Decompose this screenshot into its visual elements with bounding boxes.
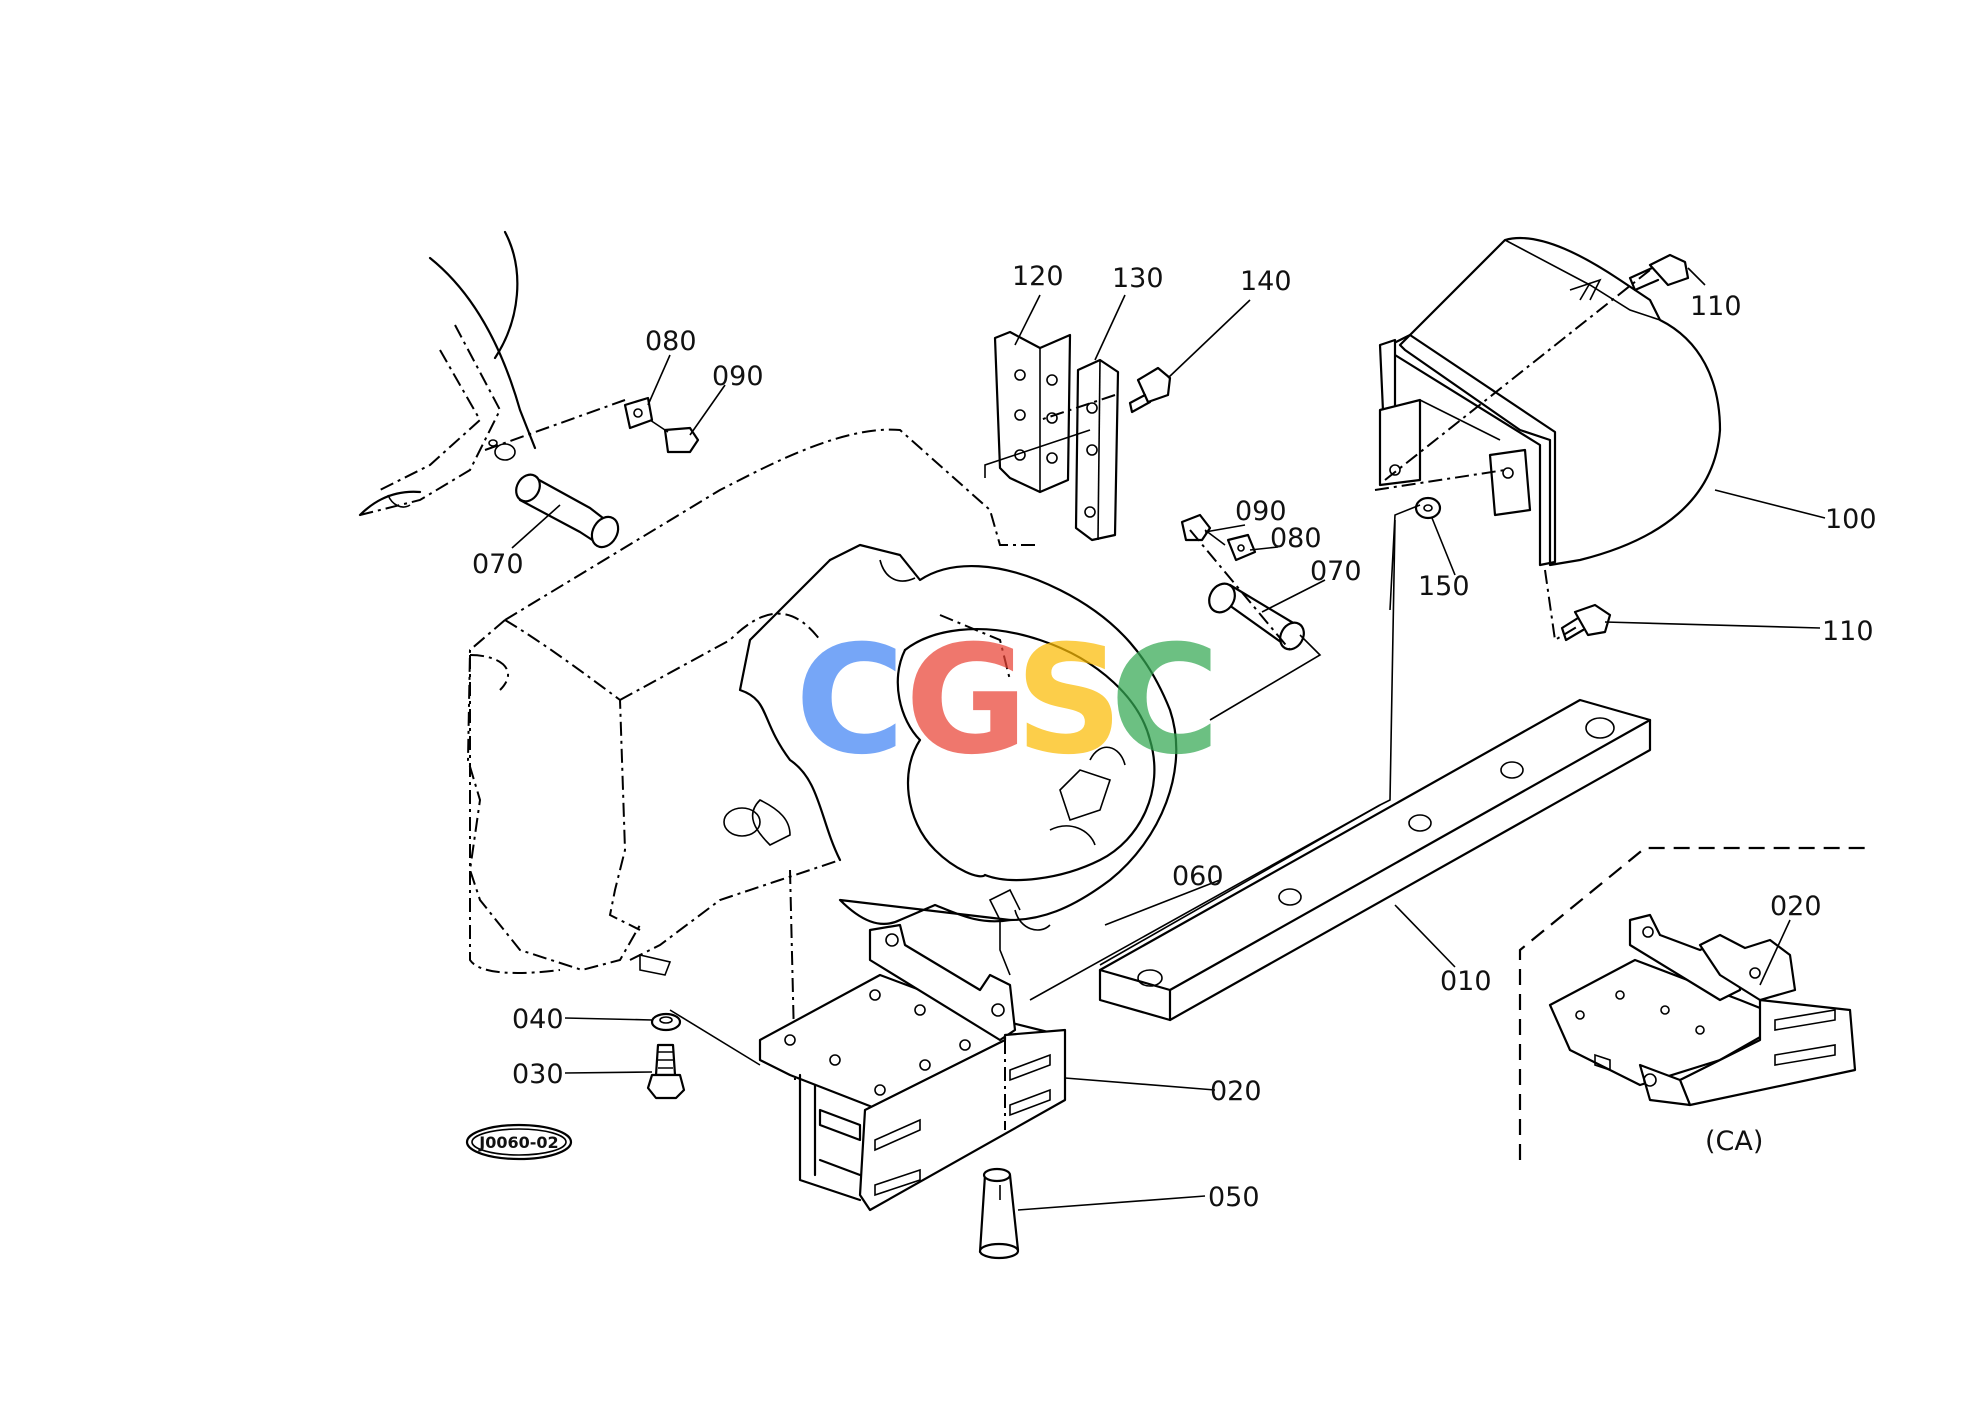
callout-080-left: 080 bbox=[645, 326, 697, 357]
drawing-code-badge: J0060-02 bbox=[465, 1123, 573, 1161]
hitch-bracket-020-ca bbox=[1548, 913, 1857, 1107]
callout-060: 060 bbox=[1172, 861, 1224, 892]
callout-120: 120 bbox=[1012, 261, 1064, 292]
bolt-110-lower bbox=[1560, 603, 1612, 642]
callout-130: 130 bbox=[1112, 263, 1164, 294]
variant-label-ca: (CA) bbox=[1705, 1126, 1763, 1157]
callout-140: 140 bbox=[1240, 266, 1292, 297]
callout-labels: 120 130 140 080 090 070 090 080 070 150 … bbox=[472, 261, 1877, 1213]
callout-090-left: 090 bbox=[712, 361, 764, 392]
watermark-letter-2: G bbox=[905, 614, 1028, 788]
hitch-bracket-020 bbox=[758, 923, 1067, 1212]
callout-020-ca: 020 bbox=[1770, 891, 1822, 922]
pin-070-left bbox=[515, 473, 620, 549]
assembly-lines bbox=[484, 269, 1651, 1066]
watermark: C G S C bbox=[795, 614, 1220, 788]
drawbar-010 bbox=[1098, 698, 1652, 1022]
callout-110-lower: 110 bbox=[1822, 616, 1874, 647]
callout-150: 150 bbox=[1418, 571, 1470, 602]
drawing-code: J0060-02 bbox=[478, 1133, 558, 1152]
washer-150 bbox=[1414, 496, 1442, 520]
rear-housing-partial bbox=[358, 230, 537, 517]
callout-050: 050 bbox=[1208, 1182, 1260, 1213]
ca-variant-box bbox=[1518, 846, 1870, 1160]
callout-010: 010 bbox=[1440, 966, 1492, 997]
cover-100 bbox=[1378, 237, 1722, 567]
callout-100: 100 bbox=[1825, 504, 1877, 535]
callout-090-mid: 090 bbox=[1235, 496, 1287, 527]
callout-070-left: 070 bbox=[472, 549, 524, 580]
bolt-140 bbox=[1128, 366, 1172, 414]
nut-080-left bbox=[623, 396, 654, 430]
bolt-090-left bbox=[649, 419, 700, 454]
watermark-letter-1: C bbox=[795, 614, 905, 788]
bolt-110-upper bbox=[1628, 253, 1690, 292]
nut-080-mid bbox=[1226, 533, 1257, 562]
transmission-case-outline bbox=[466, 428, 1178, 1081]
watermark-letter-3: S bbox=[1015, 614, 1123, 788]
bracket-130 bbox=[1074, 358, 1120, 542]
callout-020: 020 bbox=[1210, 1076, 1262, 1107]
washer-040 bbox=[650, 1012, 682, 1032]
callout-080-mid: 080 bbox=[1270, 523, 1322, 554]
callout-110-upper: 110 bbox=[1690, 291, 1742, 322]
engine-block-outline bbox=[469, 655, 561, 974]
bracket-120 bbox=[993, 330, 1072, 494]
callout-070-mid: 070 bbox=[1310, 556, 1362, 587]
bolt-030 bbox=[646, 1043, 686, 1100]
callout-030: 030 bbox=[512, 1059, 564, 1090]
callout-040: 040 bbox=[512, 1004, 564, 1035]
watermark-letter-4: C bbox=[1110, 614, 1220, 788]
callout-leaders bbox=[511, 267, 1826, 1211]
bolt-090-mid bbox=[1180, 513, 1226, 546]
pin-050 bbox=[978, 1167, 1020, 1260]
pin-070-mid bbox=[1208, 582, 1322, 721]
